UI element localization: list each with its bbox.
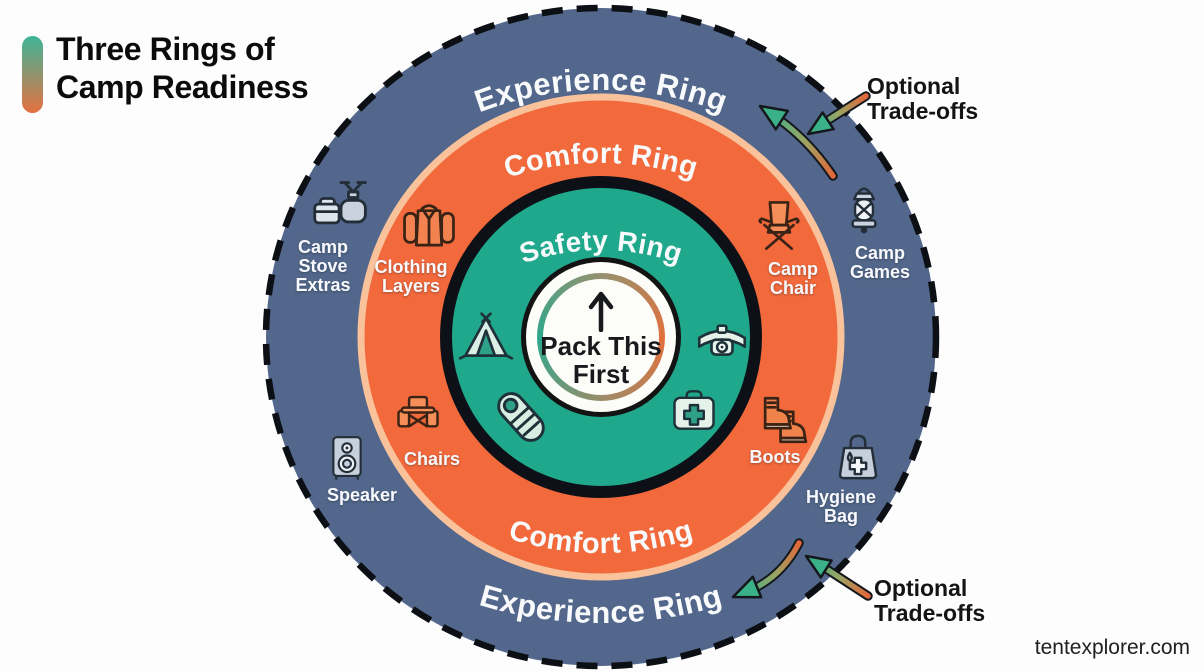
headlamp-icon [697,324,747,356]
camp-chair-icon [758,201,800,251]
label-hygiene-bag: Hygiene Bag [805,487,877,526]
label-clothing-layers: Clothing Layers [374,257,448,296]
optional-tradeoffs-callout-bottom: Optional Trade-offs [874,575,986,627]
lantern-icon [851,187,877,234]
pack-this-first-badge: Pack This First [521,257,681,417]
page-title: Three Rings of Camp Readiness [56,31,309,106]
hygiene-bag-icon [838,434,878,480]
tradeoff-arrow-bottom-straight [804,554,873,601]
optional-tradeoffs-callout-top: Optional Trade-offs [867,73,979,125]
jacket-icon [403,204,455,247]
label-camp-stove-extras: Camp Stove Extras [295,237,351,295]
up-arrow-icon [588,291,614,332]
center-label: Pack This First [540,330,662,389]
label-camp-games: Camp Games [849,243,911,282]
tradeoff-arrow-top-straight [806,91,871,136]
boots-icon [763,396,808,444]
label-boots: Boots [749,447,801,467]
title-gradient-bar [22,36,43,113]
label-speaker: Speaker [326,485,398,505]
label-chairs: Chairs [403,449,461,469]
tent-icon [458,312,514,360]
sleeping-bag-icon [497,392,545,442]
first-aid-kit-icon [673,390,715,430]
tradeoff-arrow-top-curved [758,104,838,181]
label-camp-chair: Camp Chair [767,259,818,298]
folding-chair-icon [397,395,439,428]
camp-stove-icon [313,181,367,225]
speaker-icon [332,436,362,480]
tradeoff-arrow-bottom-curved [731,538,804,599]
website-watermark: tentexplorer.com [1034,636,1190,659]
